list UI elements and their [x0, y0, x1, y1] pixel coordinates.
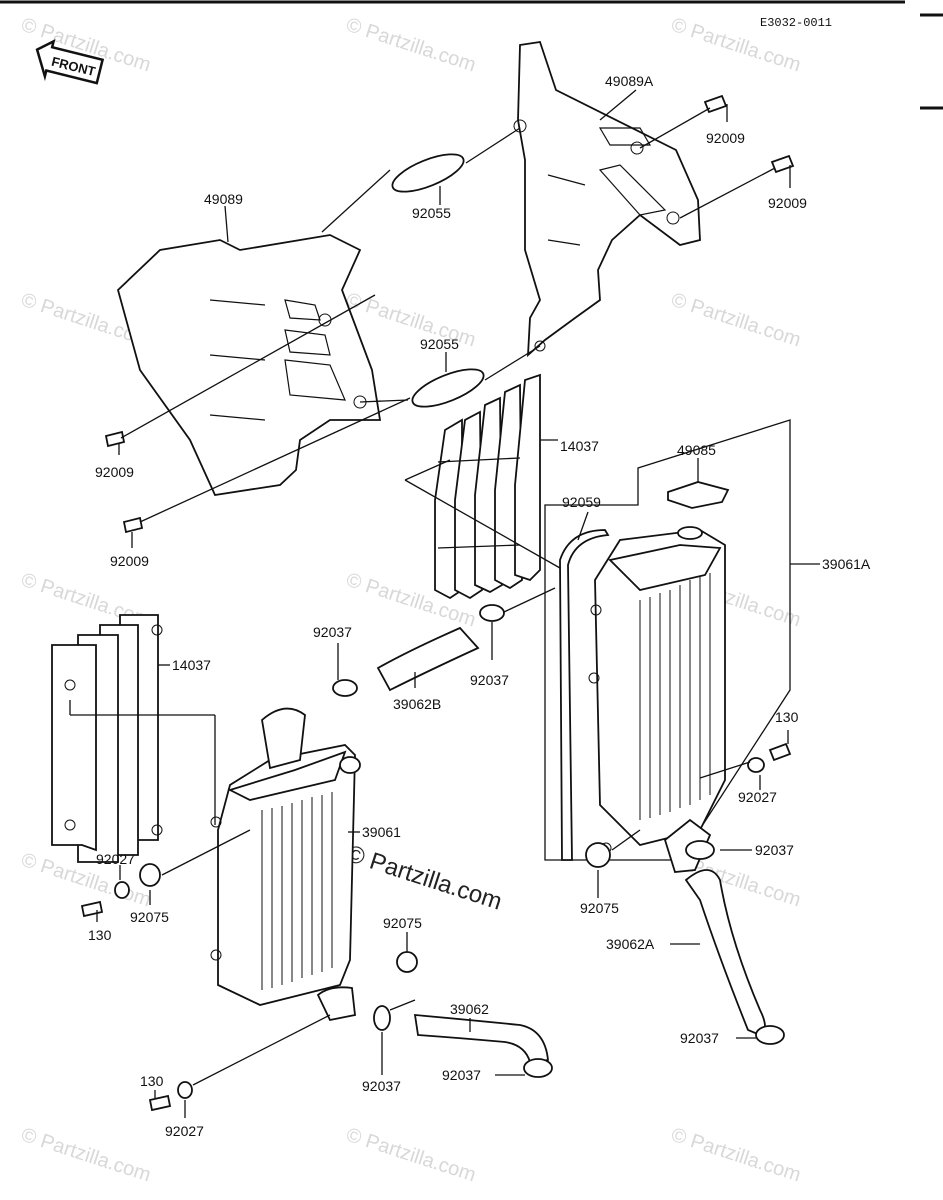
label-92037-c: 92037: [755, 842, 794, 858]
label-49089A: 49089A: [605, 73, 654, 89]
leader-lines: [69, 89, 820, 1118]
watermark-6: © Partzilla.com: [668, 289, 803, 352]
hose-39062: [413, 1013, 549, 1063]
shroud-49089A: [513, 40, 701, 358]
shroud-49089: [116, 234, 382, 496]
radiator-39061A-core: [639, 573, 711, 820]
o-ring-92055-upper: [391, 153, 465, 193]
label-39062A: 39062A: [606, 936, 655, 952]
label-92027-b: 92027: [96, 851, 135, 867]
label-49089: 49089: [204, 191, 243, 207]
label-92037-d: 92037: [680, 1030, 719, 1046]
label-92037-f: 92037: [362, 1078, 401, 1094]
watermark-14: © Partzilla.com: [668, 1124, 803, 1187]
part-labels: 49089A 92009 92009 49089 92055 92055 920…: [88, 73, 871, 1139]
louver-14037-center: [434, 373, 541, 600]
page-border: [0, 0, 943, 110]
label-92059: 92059: [562, 494, 601, 510]
label-39062: 39062: [450, 1001, 489, 1017]
label-130-c: 130: [140, 1073, 164, 1089]
label-14037-a: 14037: [560, 438, 599, 454]
label-92037-e: 92037: [442, 1067, 481, 1083]
o-ring-92055-lower: [411, 368, 485, 408]
radiator-39061: [210, 707, 361, 1022]
label-49085: 49085: [677, 442, 716, 458]
label-92055-b: 92055: [420, 336, 459, 352]
label-39061: 39061: [362, 824, 401, 840]
radiator-39061-core: [261, 792, 333, 990]
watermark-13: © Partzilla.com: [343, 1124, 478, 1187]
label-92055-a: 92055: [412, 205, 451, 221]
label-92075-a: 92075: [130, 909, 169, 925]
louver-14037-left: [51, 614, 163, 863]
label-92037-b: 92037: [470, 672, 509, 688]
hose-39062A: [684, 869, 766, 1036]
front-arrow-icon: FRONT: [35, 39, 105, 85]
overflow-tube-92059: [559, 529, 610, 861]
watermark-12: © Partzilla.com: [18, 1124, 153, 1187]
hose-39062B: [376, 626, 480, 692]
clamps-92037: [332, 604, 785, 1078]
label-92009-c: 92009: [95, 464, 134, 480]
label-130-a: 130: [775, 709, 799, 725]
label-39062B: 39062B: [393, 696, 441, 712]
diagram-code: E3032-0011: [760, 16, 832, 30]
label-39061A: 39061A: [822, 556, 871, 572]
watermark-center: © Partzilla.com: [343, 840, 505, 916]
label-92027-a: 92027: [738, 789, 777, 805]
radiator-39061A: [544, 419, 791, 873]
label-92009-a: 92009: [706, 130, 745, 146]
label-92009-b: 92009: [768, 195, 807, 211]
grommets-92075: [139, 842, 611, 973]
cap-49085: [667, 481, 730, 509]
label-130-b: 130: [88, 927, 112, 943]
label-92037-a: 92037: [313, 624, 352, 640]
label-92075-b: 92075: [580, 900, 619, 916]
label-92075-c: 92075: [383, 915, 422, 931]
watermark-2: © Partzilla.com: [343, 14, 478, 77]
label-14037-b: 14037: [172, 657, 211, 673]
label-92027-c: 92027: [165, 1123, 204, 1139]
label-92009-d: 92009: [110, 553, 149, 569]
